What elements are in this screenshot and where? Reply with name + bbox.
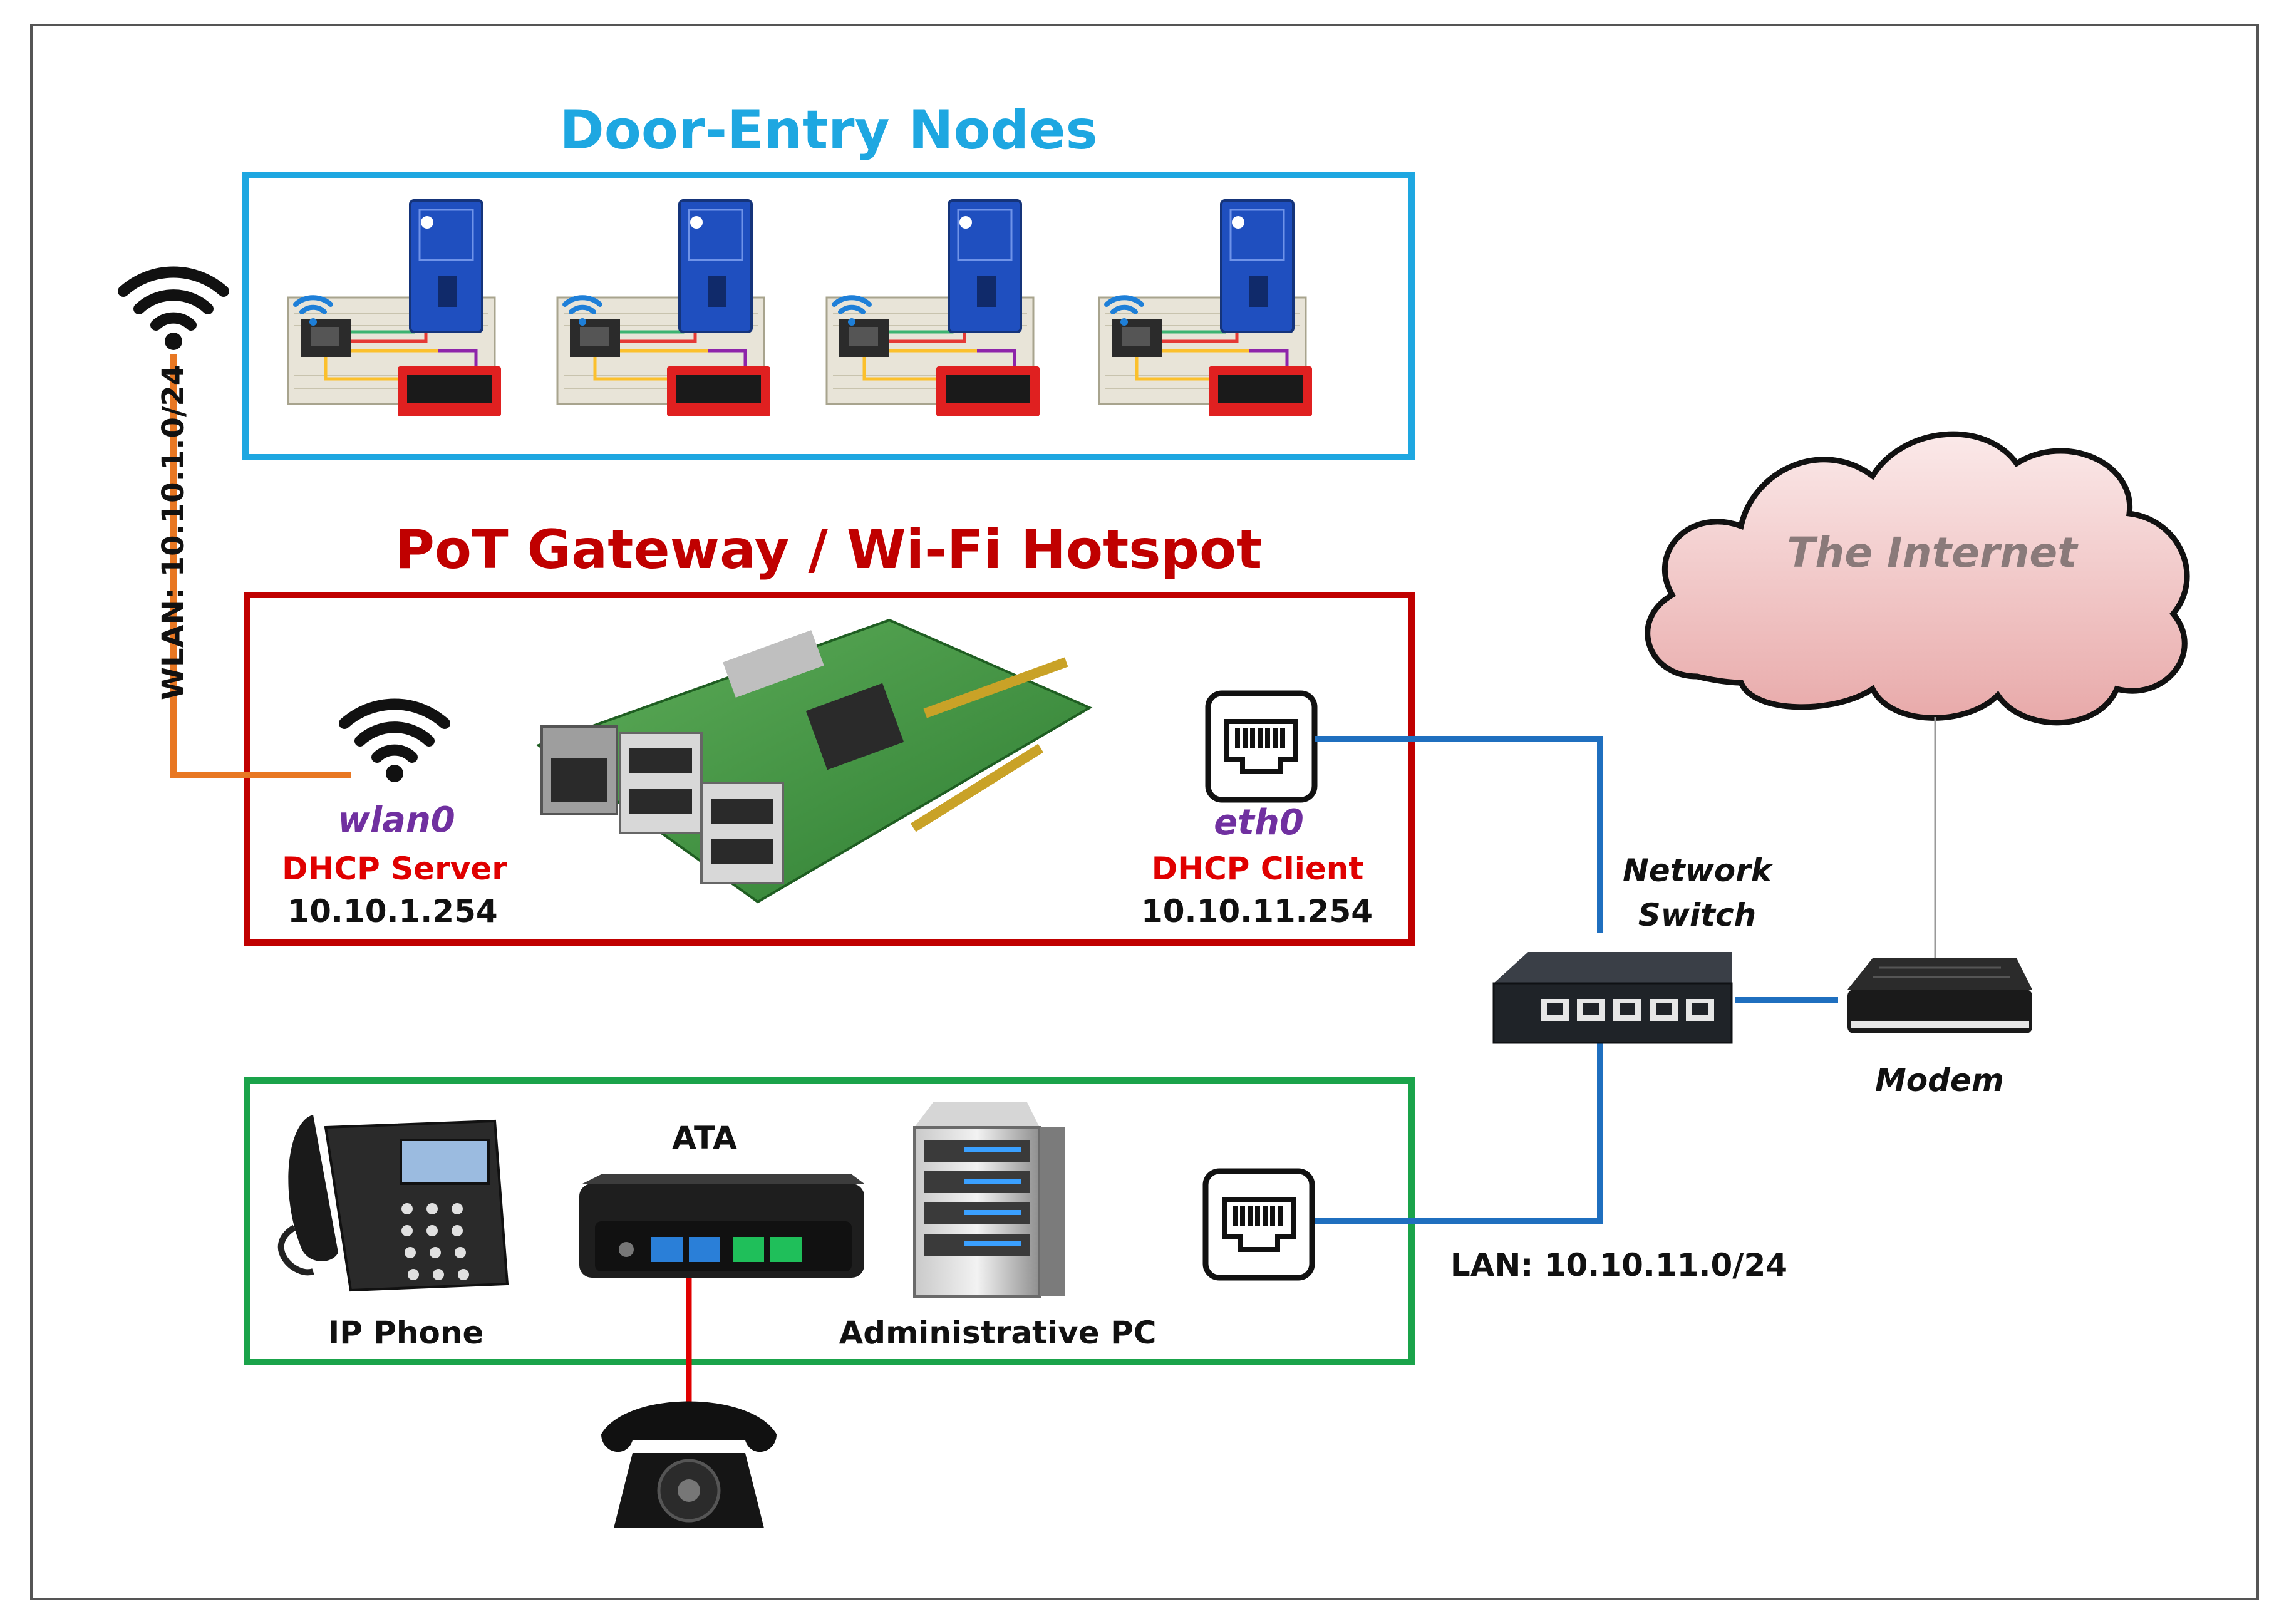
switch-label-line1: Network xyxy=(1622,852,1772,889)
wifi-icon-wlan0 xyxy=(344,704,445,782)
internet-label: The Internet xyxy=(1787,529,2077,577)
lan-network-label: LAN: 10.10.11.0/24 xyxy=(1450,1247,1788,1283)
ip-phone xyxy=(277,1115,509,1292)
switch-label-line2: Switch xyxy=(1638,897,1757,933)
door-entry-title: Door-Entry Nodes xyxy=(559,99,1098,162)
wlan-network-label: WLAN: 10.10.1.0/24 xyxy=(156,364,191,700)
eth0-to-switch-link xyxy=(1315,736,1603,933)
wlan0-ip: 10.10.1.254 xyxy=(287,893,498,929)
door-entry-node-2 xyxy=(557,200,770,416)
eth0-label: eth0 xyxy=(1214,802,1304,843)
cloud xyxy=(1645,431,2190,726)
network-switch xyxy=(1492,952,1733,1044)
ethernet-port-icon-lan xyxy=(1206,1171,1312,1278)
door-entry-box xyxy=(242,172,1415,460)
gateway-box xyxy=(244,592,1415,946)
eth0-ip: 10.10.11.254 xyxy=(1140,893,1373,929)
ata-adapter xyxy=(579,1174,864,1278)
ethernet-port-icon-gateway xyxy=(1208,693,1315,800)
door-entry-node-1 xyxy=(288,200,501,416)
dhcp-server-label: DHCP Server xyxy=(282,851,507,887)
ata-label: ATA xyxy=(672,1120,737,1156)
wlan-link xyxy=(170,354,351,778)
door-entry-node-3 xyxy=(827,200,1040,416)
ip-phone-label: IP Phone xyxy=(328,1315,484,1351)
admin-pc-label: Administrative PC xyxy=(839,1315,1157,1351)
raspberry-pi-board xyxy=(535,618,1093,904)
modem xyxy=(1847,958,2032,1033)
dhcp-client-label: DHCP Client xyxy=(1151,851,1364,887)
gateway-title: PoT Gateway / Wi-Fi Hotspot xyxy=(395,519,1263,581)
wifi-icon-top xyxy=(123,272,224,350)
server-pc xyxy=(913,1102,1065,1298)
wlan0-label: wlan0 xyxy=(338,800,455,840)
switch-to-lan-link xyxy=(1315,1033,1603,1224)
page-frame xyxy=(30,24,2259,1600)
modem-label: Modem xyxy=(1875,1062,2004,1099)
rotary-phone xyxy=(601,1401,777,1528)
door-entry-node-4 xyxy=(1099,200,1312,416)
